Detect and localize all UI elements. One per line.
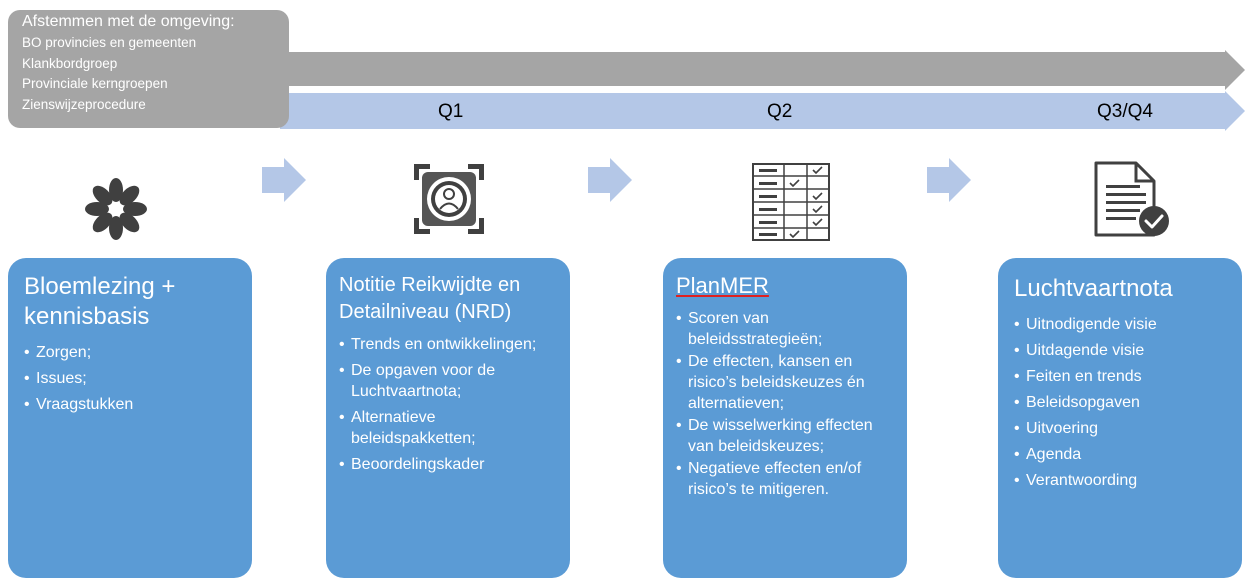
card-list: Scoren van beleidsstrategieën; De effect… [676,308,897,500]
list-item: Zorgen; [24,342,238,363]
list-item: Scoren van beleidsstrategieën; [676,308,897,350]
person-target-icon [410,160,488,238]
stakeholder-title: Afstemmen met de omgeving: [22,13,235,30]
list-item: Alternatieve beleidspakketten; [339,407,560,449]
list-item: Trends en ontwikkelingen; [339,334,560,355]
card-bloemlezing: Bloemlezing + kennisbasis Zorgen; Issues… [8,258,252,578]
list-item: Issues; [24,368,238,389]
list-item: De wisselwerking effecten van beleidskeu… [676,415,897,457]
stakeholder-box: Afstemmen met de omgeving: BO provincies… [8,10,289,128]
card-luchtvaartnota: Luchtvaartnota Uitnodigende visie Uitdag… [998,258,1242,578]
list-item: Negatieve effecten en/of risico’s te mit… [676,458,897,500]
card-title: Notitie Reikwijdte en Detailniveau (NRD) [339,274,521,323]
card-nrd: Notitie Reikwijdte en Detailniveau (NRD)… [326,258,570,578]
stakeholder-item: Zienswijzeprocedure [22,96,146,112]
timeline-gray-arrow-head [1225,50,1245,90]
card-list: Uitnodigende visie Uitdagende visie Feit… [1014,314,1230,491]
timeline-blue-arrow [280,93,1225,129]
quarter-label-q1: Q1 [438,101,464,122]
list-item: Verantwoording [1014,470,1230,491]
timeline-gray-arrow [280,52,1225,86]
flow-arrow [588,158,632,202]
flow-arrow [262,158,306,202]
card-title: Bloemlezing + kennisbasis [24,273,176,330]
timeline-blue-arrow-head [1225,91,1245,131]
quarter-label-q2: Q2 [767,101,793,122]
card-title: Luchtvaartnota [1014,275,1173,302]
stakeholder-item: BO provincies en gemeenten [22,35,197,50]
list-item: Agenda [1014,444,1230,465]
list-item: Beoordelingskader [339,454,560,475]
card-list: Zorgen; Issues; Vraagstukken [24,342,238,415]
checklist-icon [752,163,830,243]
card-planmer: PlanMER Scoren van beleidsstrategieën; D… [663,258,907,578]
stakeholder-item: Klankbordgroep [22,55,118,71]
document-check-icon [1092,161,1174,243]
card-list: Trends en ontwikkelingen; De opgaven voo… [339,334,560,475]
list-item: De effecten, kansen en risico’s beleidsk… [676,351,897,414]
list-item: Vraagstukken [24,394,238,415]
list-item: Uitdagende visie [1014,340,1230,361]
stakeholder-item: Provinciale kerngroepen [22,76,168,91]
list-item: Uitnodigende visie [1014,314,1230,335]
flow-arrow [927,158,971,202]
card-title: PlanMER [676,273,769,298]
flower-icon [82,178,150,240]
quarter-label-q3q4: Q3/Q4 [1097,101,1153,122]
list-item: De opgaven voor de Luchtvaartnota; [339,360,560,402]
list-item: Uitvoering [1014,418,1230,439]
list-item: Feiten en trends [1014,366,1230,387]
list-item: Beleidsopgaven [1014,392,1230,413]
